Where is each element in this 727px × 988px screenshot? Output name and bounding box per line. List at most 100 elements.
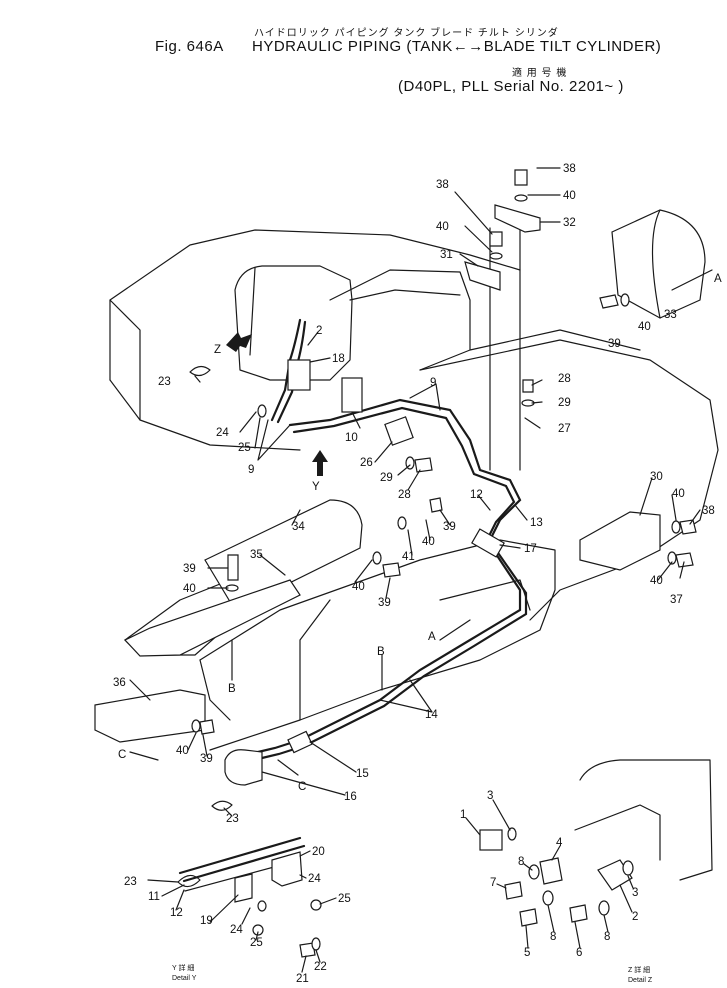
clamp-19 [234,873,253,903]
callout-25-y: 25 [250,937,263,949]
callout-22: 22 [314,961,327,973]
callout-40-right: 40 [672,488,685,500]
detail-y [178,836,322,936]
block-18 [287,359,311,391]
callout-38-right: 38 [702,505,715,517]
callout-40-bottom-left: 40 [176,745,189,757]
callout-37: 37 [670,594,683,606]
callout-28-mid: 28 [398,489,411,501]
guard-35 [124,579,301,657]
callout-3-left: 3 [487,790,493,802]
callout-15: 15 [356,768,369,780]
detail-z-japanese: Z 詳 細 [628,965,650,974]
machine-body-outline [109,229,719,751]
view-b-marker: B [377,646,385,658]
callout-3-right: 3 [632,887,638,899]
joint-26 [384,416,414,446]
callout-36: 36 [113,677,126,689]
callout-26: 26 [360,457,373,469]
detail-y-japanese: Y 詳 細 [172,963,194,972]
callout-17: 17 [524,543,537,555]
callout-32: 32 [563,217,576,229]
detail-z-label: Detail Z [628,977,653,984]
callout-5: 5 [524,947,530,959]
cover-33 [611,209,706,319]
callout-24-top: 24 [216,427,229,439]
view-z-marker: Z [214,344,221,356]
callout-35: 35 [250,549,263,561]
callout-20: 20 [312,846,325,858]
detail-y-label: Detail Y [172,975,197,982]
callout-23-mid: 23 [226,813,239,825]
callout-39-bottom-left: 39 [200,753,213,765]
detail-captions: Y 詳 細 Detail Y Z 詳 細 Detail Z [172,963,653,984]
bracket-30 [579,511,661,571]
view-b-marker-left: B [228,683,236,695]
callout-27: 27 [558,423,571,435]
leader-lines [129,167,701,973]
callout-9-left: 9 [248,464,254,476]
callout-41: 41 [402,551,415,563]
callout-38-left: 38 [436,179,449,191]
view-a-marker: A [714,273,722,285]
view-c-marker: C [118,749,126,761]
callout-24-y: 24 [230,924,243,936]
callout-40-center: 40 [352,581,365,593]
callout-23-top: 23 [158,376,171,388]
serial-range: (D40PL, PLL Serial No. 2201~ ) [398,78,624,95]
callout-4: 4 [556,837,563,849]
view-marker-letters: A A B B C C Y Z [118,273,722,793]
bracket-31 [464,261,501,291]
fitting-1 [479,829,503,851]
callout-6: 6 [576,947,582,959]
flange-4 [539,857,563,885]
bracket-32 [494,204,541,233]
view-y-marker: Y [312,481,320,493]
callout-39-left: 39 [183,563,196,575]
callout-19: 19 [200,915,213,927]
guard-34 [204,499,363,611]
callout-2-bottom: 2 [632,911,638,923]
callout-16: 16 [344,791,357,803]
callout-34: 34 [292,521,305,533]
callout-29-mid: 29 [380,472,393,484]
callout-28-right: 28 [558,373,571,385]
figure-number: Fig. 646A [155,38,224,55]
callout-40-left-lower: 40 [183,583,196,595]
view-arrows [129,269,713,776]
components [94,169,706,958]
callout-40-top: 40 [563,190,576,202]
bracket-20 [271,851,303,887]
joint-17 [471,528,505,558]
hydraulic-piping [256,227,528,760]
callout-24-bottom: 24 [308,873,321,885]
callout-40-center-right: 40 [422,536,435,548]
callout-21: 21 [296,973,309,985]
callout-40-lower-right: 40 [650,575,663,587]
callout-38-top: 38 [563,163,576,175]
detail-z [479,759,713,927]
view-a-marker-lower: A [428,631,436,643]
callout-8-right: 8 [604,931,610,943]
figure-title: HYDRAULIC PIPING (TANK←→BLADE TILT CYLIN… [252,38,662,55]
callout-39-right: 39 [608,338,621,350]
callout-33: 33 [664,309,677,321]
callout-8-mid: 8 [550,931,556,943]
callout-1: 1 [460,809,466,821]
callout-13: 13 [530,517,543,529]
callout-29-right: 29 [558,397,571,409]
callout-14: 14 [425,709,438,721]
callout-7: 7 [490,877,496,889]
callout-numbers: 38 40 32 38 40 31 2 18 23 9 10 28 29 27 … [113,163,715,985]
guard-36 [94,689,206,743]
callout-25-bottom: 25 [338,893,351,905]
callout-18: 18 [332,353,345,365]
callout-8-top: 8 [518,856,524,868]
title-japanese: ハイドロリック パイピング タンク ブレード チルト シリンダ [254,28,559,39]
callout-12-mid: 12 [470,489,483,501]
callout-39-center: 39 [378,597,391,609]
callout-10: 10 [345,432,358,444]
joint-15 [287,730,313,754]
applicable-serial-japanese: 適 用 号 機 [512,68,568,79]
